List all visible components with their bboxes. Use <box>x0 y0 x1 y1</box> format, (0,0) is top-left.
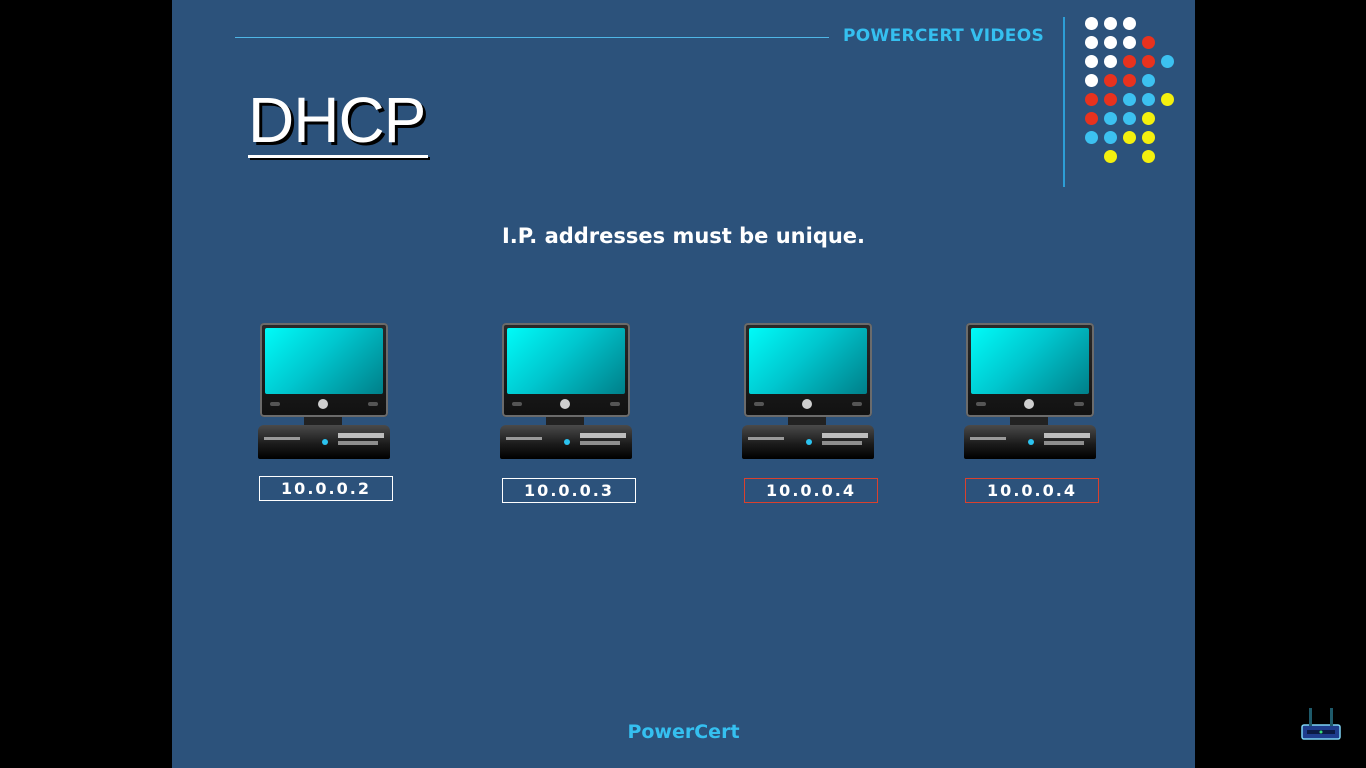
decorative-dot <box>1104 112 1117 125</box>
decorative-dot <box>1123 74 1136 87</box>
decorative-dot <box>1104 36 1117 49</box>
decorative-dot <box>1161 55 1174 68</box>
router-icon <box>1301 708 1341 740</box>
decorative-dot <box>1085 55 1098 68</box>
vertical-divider <box>1063 17 1065 187</box>
decorative-dot <box>1085 36 1098 49</box>
decorative-dot <box>1104 150 1117 163</box>
page-title: DHCP <box>248 84 426 156</box>
monitor-screen <box>749 328 867 394</box>
decorative-dot <box>1104 131 1117 144</box>
decorative-dot <box>1142 93 1155 106</box>
monitor-screen <box>971 328 1089 394</box>
decorative-dot <box>1123 93 1136 106</box>
power-icon <box>318 399 328 409</box>
ip-address-box-duplicate: 10.0.0.4 <box>744 478 878 503</box>
decorative-dot <box>1085 93 1098 106</box>
decorative-dot <box>1161 93 1174 106</box>
decorative-dot <box>1142 74 1155 87</box>
decorative-dot <box>1085 131 1098 144</box>
decorative-dot <box>1085 17 1098 30</box>
decorative-dot <box>1085 112 1098 125</box>
power-icon <box>1024 399 1034 409</box>
decorative-dot <box>1142 131 1155 144</box>
decorative-dot <box>1142 55 1155 68</box>
desktop-base <box>742 425 874 459</box>
desktop-base <box>500 425 632 459</box>
power-icon <box>802 399 812 409</box>
decorative-dot <box>1142 36 1155 49</box>
monitor-icon <box>502 323 630 417</box>
decorative-dot <box>1123 112 1136 125</box>
ip-address-box: 10.0.0.3 <box>502 478 636 503</box>
ip-address-box-duplicate: 10.0.0.4 <box>965 478 1099 503</box>
decorative-dot <box>1104 74 1117 87</box>
decorative-dot <box>1123 36 1136 49</box>
decorative-dot <box>1123 55 1136 68</box>
monitor-icon <box>260 323 388 417</box>
ip-address-box: 10.0.0.2 <box>259 476 393 501</box>
monitor-screen <box>507 328 625 394</box>
decorative-dot <box>1142 112 1155 125</box>
decorative-dot <box>1123 17 1136 30</box>
decorative-dot <box>1123 131 1136 144</box>
header-line <box>235 37 829 38</box>
brand-label: POWERCERT VIDEOS <box>843 26 1044 46</box>
decorative-dot <box>1104 55 1117 68</box>
power-icon <box>560 399 570 409</box>
monitor-icon <box>966 323 1094 417</box>
decorative-dot <box>1085 74 1098 87</box>
desktop-base <box>964 425 1096 459</box>
monitor-screen <box>265 328 383 394</box>
monitor-icon <box>744 323 872 417</box>
decorative-dot <box>1104 17 1117 30</box>
title-underline <box>248 155 428 158</box>
slide: POWERCERT VIDEOS DHCP I.P. addresses mus… <box>172 0 1195 768</box>
desktop-base <box>258 425 390 459</box>
decorative-dot <box>1142 150 1155 163</box>
subtitle: I.P. addresses must be unique. <box>501 224 866 248</box>
decorative-dot <box>1104 93 1117 106</box>
footer-brand: PowerCert <box>627 721 740 743</box>
